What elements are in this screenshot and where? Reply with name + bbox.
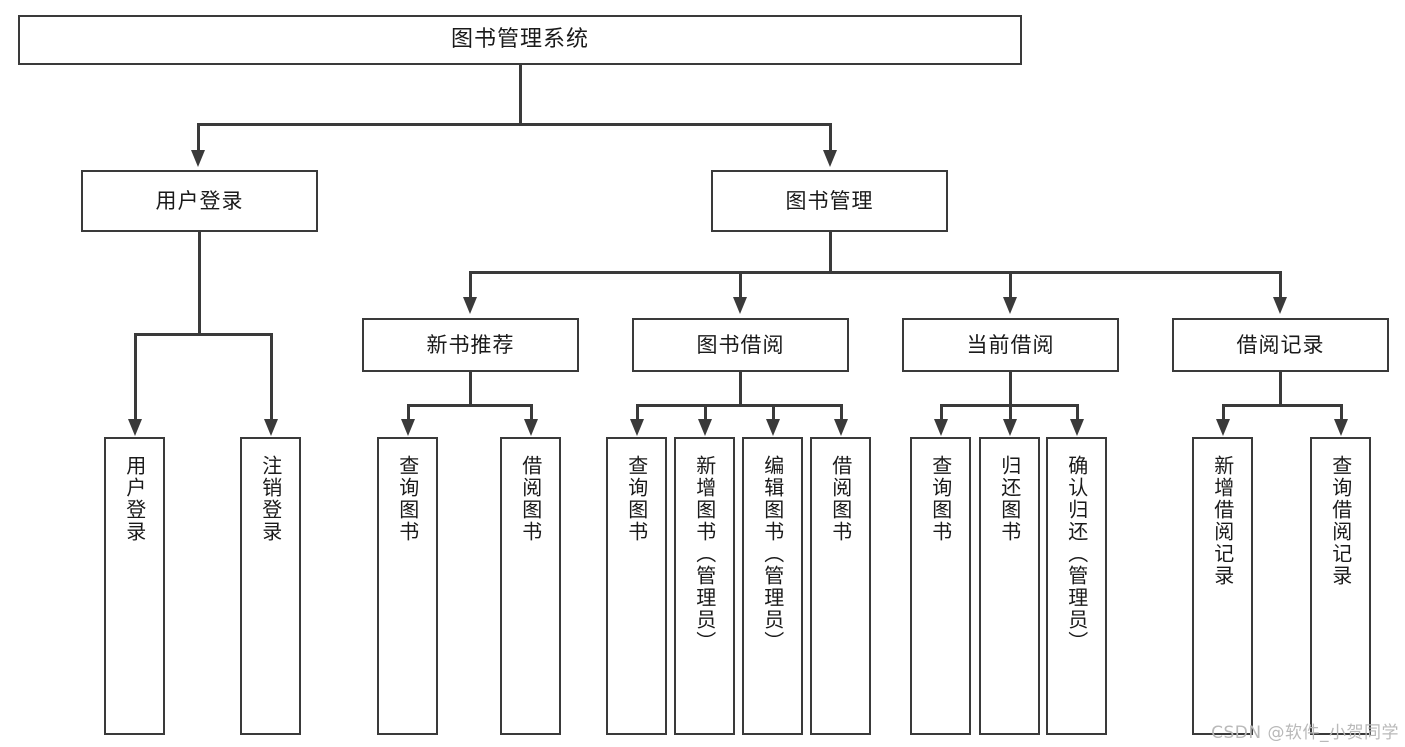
node-label: 用户登录	[155, 188, 244, 213]
arrowhead-leaf-new-book-2	[524, 419, 538, 436]
connector-new-book-bus	[407, 404, 532, 407]
connector-book-borrow-bus	[636, 404, 843, 407]
node-label: 查询图书	[395, 455, 420, 543]
node-book-borrow[interactable]: 图书借阅	[632, 318, 849, 372]
leaf-book-borrow-borrow[interactable]: 借阅图书	[810, 437, 871, 735]
node-label: 借阅图书	[828, 455, 853, 543]
connector-book-borrow-leaf-4	[840, 404, 843, 420]
connector-new-book-stem	[469, 372, 472, 405]
node-label: 查询借阅记录	[1328, 455, 1353, 587]
connector-root-bus	[197, 123, 831, 126]
watermark-text: CSDN @软件_小贺同学	[1211, 723, 1399, 743]
arrowhead-leaf-user-login-2	[264, 419, 278, 436]
arrowhead-leaf-book-borrow-4	[834, 419, 848, 436]
node-label: 新增图书（管理员）	[692, 455, 717, 653]
node-label: 注销登录	[258, 455, 283, 543]
connector-user-login-bus	[134, 333, 272, 336]
leaf-book-borrow-query[interactable]: 查询图书	[606, 437, 667, 735]
arrowhead-leaf-current-borrow-1	[934, 419, 948, 436]
connector-root-to-book-manage	[829, 123, 832, 151]
connector-book-borrow-stem	[739, 372, 742, 405]
connector-book-borrow-leaf-2	[704, 404, 707, 420]
leaf-current-borrow-confirm[interactable]: 确认归还（管理员）	[1046, 437, 1107, 735]
node-label: 用户登录	[122, 455, 147, 543]
node-label: 当前借阅	[966, 332, 1055, 357]
connector-user-login-stem	[198, 232, 201, 334]
leaf-new-book-borrow[interactable]: 借阅图书	[500, 437, 561, 735]
connector-current-borrow-leaf-2	[1009, 404, 1012, 420]
connector-user-login-leaf-1	[134, 333, 137, 420]
arrowhead-book-manage	[823, 150, 837, 167]
connector-book-borrow-leaf-1	[636, 404, 639, 420]
leaf-current-borrow-query[interactable]: 查询图书	[910, 437, 971, 735]
connector-book-manage-bus	[469, 271, 1281, 274]
node-label: 新增借阅记录	[1210, 455, 1235, 587]
node-label: 新书推荐	[426, 332, 515, 357]
node-book-management[interactable]: 图书管理	[711, 170, 948, 232]
node-user-login[interactable]: 用户登录	[81, 170, 318, 232]
node-label: 借阅记录	[1236, 332, 1325, 357]
connector-to-borrow-record	[1279, 271, 1282, 298]
leaf-book-borrow-edit[interactable]: 编辑图书（管理员）	[742, 437, 803, 735]
node-label: 图书管理系统	[450, 27, 589, 53]
leaf-user-login-login[interactable]: 用户登录	[104, 437, 165, 735]
connector-current-borrow-leaf-3	[1076, 404, 1079, 420]
node-root-system[interactable]: 图书管理系统	[18, 15, 1022, 65]
arrowhead-borrow-record	[1273, 297, 1287, 314]
node-label: 借阅图书	[518, 455, 543, 543]
arrowhead-leaf-book-borrow-3	[766, 419, 780, 436]
connector-root-stem	[519, 65, 522, 124]
arrowhead-book-borrow	[733, 297, 747, 314]
node-borrow-record[interactable]: 借阅记录	[1172, 318, 1389, 372]
leaf-user-login-logout[interactable]: 注销登录	[240, 437, 301, 735]
connector-new-book-leaf-1	[407, 404, 410, 420]
connector-book-borrow-leaf-3	[772, 404, 775, 420]
connector-to-new-book	[469, 271, 472, 298]
arrowhead-leaf-borrow-record-1	[1216, 419, 1230, 436]
arrowhead-leaf-user-login-1	[128, 419, 142, 436]
arrowhead-new-book	[463, 297, 477, 314]
connector-new-book-leaf-2	[530, 404, 533, 420]
connector-to-book-borrow	[739, 271, 742, 298]
connector-user-login-leaf-2	[270, 333, 273, 420]
leaf-borrow-record-query[interactable]: 查询借阅记录	[1310, 437, 1371, 735]
arrowhead-leaf-book-borrow-2	[698, 419, 712, 436]
connector-borrow-record-stem	[1279, 372, 1282, 405]
connector-to-current-borrow	[1009, 271, 1012, 298]
connector-current-borrow-stem	[1009, 372, 1012, 405]
arrowhead-leaf-book-borrow-1	[630, 419, 644, 436]
connector-borrow-record-bus	[1222, 404, 1342, 407]
node-label: 查询图书	[928, 455, 953, 543]
connector-root-to-user-login	[197, 123, 200, 151]
connector-borrow-record-leaf-2	[1340, 404, 1343, 420]
arrowhead-leaf-borrow-record-2	[1334, 419, 1348, 436]
leaf-borrow-record-add[interactable]: 新增借阅记录	[1192, 437, 1253, 735]
arrowhead-leaf-current-borrow-3	[1070, 419, 1084, 436]
arrowhead-current-borrow	[1003, 297, 1017, 314]
node-label: 确认归还（管理员）	[1064, 455, 1089, 653]
node-label: 查询图书	[624, 455, 649, 543]
node-current-borrow[interactable]: 当前借阅	[902, 318, 1119, 372]
arrowhead-user-login	[191, 150, 205, 167]
node-label: 归还图书	[997, 455, 1022, 543]
node-new-book-recommend[interactable]: 新书推荐	[362, 318, 579, 372]
connector-current-borrow-leaf-1	[940, 404, 943, 420]
arrowhead-leaf-new-book-1	[401, 419, 415, 436]
arrowhead-leaf-current-borrow-2	[1003, 419, 1017, 436]
connector-book-manage-stem	[829, 232, 832, 272]
leaf-new-book-query[interactable]: 查询图书	[377, 437, 438, 735]
node-label: 编辑图书（管理员）	[760, 455, 785, 653]
leaf-book-borrow-add[interactable]: 新增图书（管理员）	[674, 437, 735, 735]
node-label: 图书管理	[785, 188, 874, 213]
connector-borrow-record-leaf-1	[1222, 404, 1225, 420]
leaf-current-borrow-return[interactable]: 归还图书	[979, 437, 1040, 735]
node-label: 图书借阅	[696, 332, 785, 357]
